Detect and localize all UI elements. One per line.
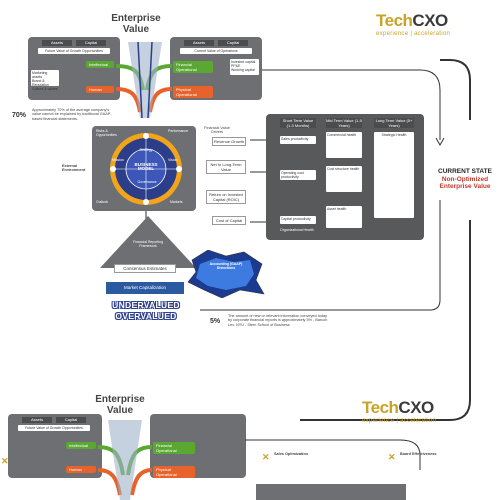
horizon-short: Short Term Value (1-3 Months)	[280, 118, 316, 128]
horizon-long: Long Term Value (5+ Years)	[374, 118, 414, 128]
organizational-health: Organizational Health	[280, 228, 314, 232]
wheel-label-outlook: Outlook	[96, 200, 109, 204]
wheel-label-strategy: Strategy	[139, 148, 153, 152]
sales-optimization-note: Sales Optimization	[274, 452, 308, 456]
panel-col-capital-2: Capital	[56, 417, 86, 423]
consensus-estimates-box: Consensus Estimates	[114, 264, 176, 273]
panel-col-assets-right: Assets	[184, 40, 214, 46]
external-environment-label: External Environment	[62, 164, 86, 173]
overvalued-label: OVERVALUED	[115, 311, 177, 321]
current-state-label: CURRENT STATE Non-Optimized Enterprise V…	[438, 168, 492, 190]
techcxo-logo-2: TechCXO experience | acceleration	[362, 398, 452, 424]
right-asset-list: Invested capital PP&E Working capital	[230, 59, 259, 75]
physical-capital-pill-2: Physical Operational	[153, 466, 195, 478]
mid-asset-health: Asset health	[326, 206, 362, 228]
value-horizon-panel: Short Term Value (1-3 Months) Mid Term V…	[266, 114, 424, 240]
wheel-label-governance: Governance	[137, 180, 157, 184]
growth-opportunities-panel: Assets Capital Future Value of Growth Op…	[28, 37, 120, 100]
business-model-wheel	[110, 133, 182, 205]
x-mark-sales: ✕	[262, 452, 270, 462]
growth-opportunities-panel-2: Assets Capital Future Value of Growth Op…	[8, 414, 102, 478]
market-capitalization-box: Market Capitalization	[106, 282, 184, 294]
horizon-mid: Mid Term Value (1-5 Years)	[326, 118, 362, 128]
driver-cost-of-capital: Cost of Capital	[212, 216, 246, 225]
row-capital-productivity: Capital productivity	[280, 216, 316, 224]
logo-wordmark: TechCXO	[376, 11, 448, 30]
panel-col-assets-2: Assets	[22, 417, 52, 423]
current-operations-panel: Assets Capital Current Value of Operatio…	[170, 37, 262, 100]
intellectual-capital-pill: Intellectual	[86, 61, 114, 68]
panel-header-right: Current Value of Operations	[180, 48, 252, 54]
seventy-percent-stat: 70%	[12, 112, 27, 119]
panel-header-2: Future Value of Growth Opportunities	[18, 425, 90, 431]
wheel-label-markets: Markets	[170, 200, 183, 204]
long-strategic-health: Strategic Health	[374, 132, 414, 218]
current-operations-panel-2: Financial Operational Physical Operation…	[150, 414, 246, 478]
human-capital-pill: Human	[86, 86, 114, 93]
logo-tagline-2: experience | acceleration	[362, 418, 437, 424]
panel-col-assets: Assets	[42, 40, 72, 46]
driver-net-long-term: Net to Long-Term Value	[206, 160, 246, 174]
driver-revenue-growth: Revenue Growth	[212, 137, 246, 146]
seventy-percent-note: Approximately 70% of the average company…	[32, 108, 112, 121]
five-percent-stat: 5%	[210, 318, 221, 325]
business-model-label: BUSINESS MODEL	[134, 162, 158, 171]
accounting-distortions-label: Accounting (GAAP) Distortions	[209, 262, 243, 270]
board-effectiveness-note: Board Effectiveness	[400, 452, 437, 456]
mid-cost-structure-health: Cost structure health	[326, 166, 362, 192]
reporting-triangle	[100, 216, 196, 268]
intellectual-capital-pill-2: Intellectual	[66, 442, 96, 449]
x-mark-left: ✕	[1, 456, 9, 466]
x-mark-board: ✕	[388, 452, 396, 462]
enterprise-value-title-2: Enterprise Value	[95, 394, 145, 416]
enterprise-value-title: Enterprise Value	[111, 13, 161, 35]
row-sales-productivity: Sales productivity	[280, 136, 316, 144]
undervalued-label: UNDERVALUED	[112, 300, 180, 310]
logo-tagline: experience | acceleration	[376, 31, 451, 37]
five-percent-note: The amount of new or relevant informatio…	[228, 314, 328, 327]
wheel-label-performance: Performance	[168, 129, 189, 133]
wheel-label-mission: Mission	[112, 158, 124, 162]
financial-value-drivers-label: Financial Value Drivers	[204, 126, 230, 135]
left-asset-list: Marketing assets Brand & Reputation Cult…	[31, 70, 59, 91]
wheel-label-risks: Risks & Opportunities	[96, 129, 117, 137]
physical-capital-pill: Physical Operational	[173, 86, 213, 98]
financial-capital-pill-2: Financial Operational	[153, 442, 195, 454]
financial-capital-pill: Financial Operational	[173, 61, 213, 73]
driver-roic: Return on Invested Capital (ROIC)	[206, 190, 246, 204]
logo-wordmark-2: TechCXO	[362, 398, 434, 417]
row-operating-cost: Operating cost productivity	[280, 170, 316, 180]
accounting-distortions-crack	[187, 250, 265, 298]
panel-col-capital: Capital	[76, 40, 106, 46]
financial-reporting-label: Financial Reporting Framework	[132, 240, 164, 248]
human-capital-pill-2: Human	[66, 466, 96, 473]
mid-commercial-health: Commercial health	[326, 132, 362, 158]
panel-col-capital-right: Capital	[218, 40, 248, 46]
wheel-label-vision: Vision	[168, 158, 178, 162]
techcxo-logo: TechCXO experience | acceleration	[376, 11, 466, 37]
panel-header: Future Value of Growth Opportunities	[38, 48, 110, 54]
